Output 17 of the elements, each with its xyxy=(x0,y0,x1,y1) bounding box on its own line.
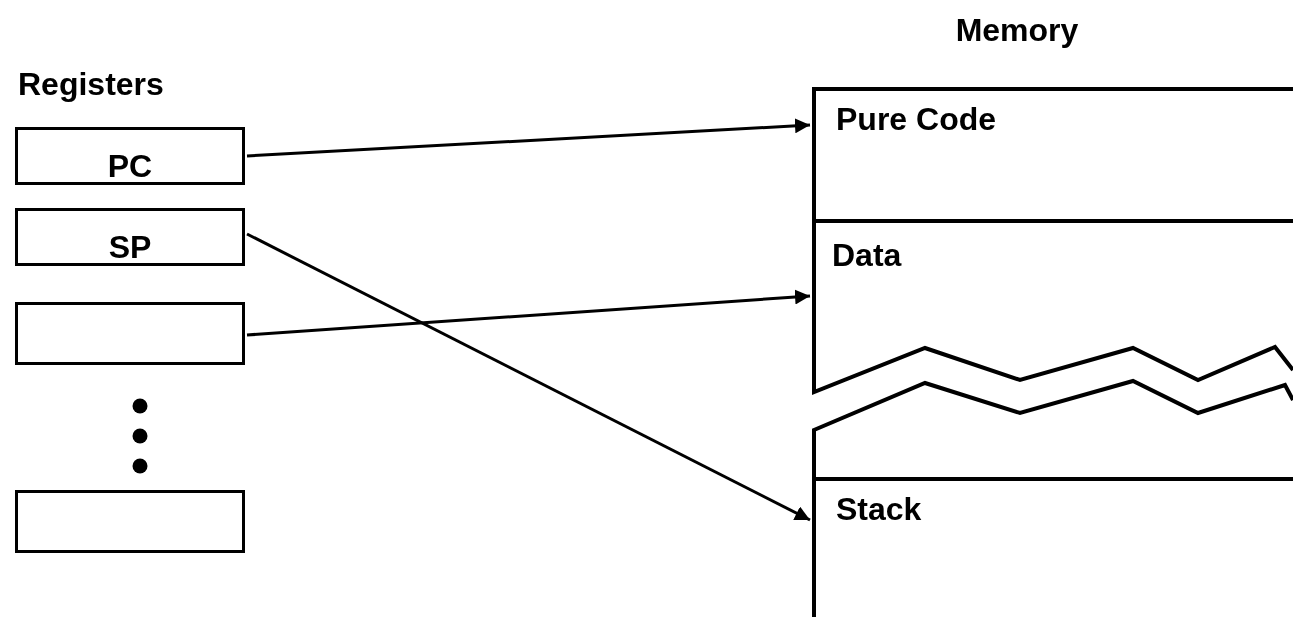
register-box xyxy=(15,302,245,365)
memory-segment xyxy=(812,219,1293,395)
segment-name: Data xyxy=(832,239,902,271)
register-name: PC xyxy=(106,150,154,182)
register-box xyxy=(15,490,245,553)
arrow xyxy=(246,118,811,158)
segment-name: Stack xyxy=(836,493,922,525)
section-heading: Registers xyxy=(18,68,164,100)
register-box xyxy=(15,127,245,185)
register-name: SP xyxy=(107,231,153,263)
memory-heading: Memory xyxy=(954,14,1080,46)
arrow xyxy=(246,289,811,337)
segment-name: Pure Code xyxy=(836,103,997,135)
memory-segment xyxy=(812,477,1293,617)
register-box xyxy=(15,208,245,266)
memory-segment xyxy=(812,87,1293,219)
arrow xyxy=(246,232,811,522)
